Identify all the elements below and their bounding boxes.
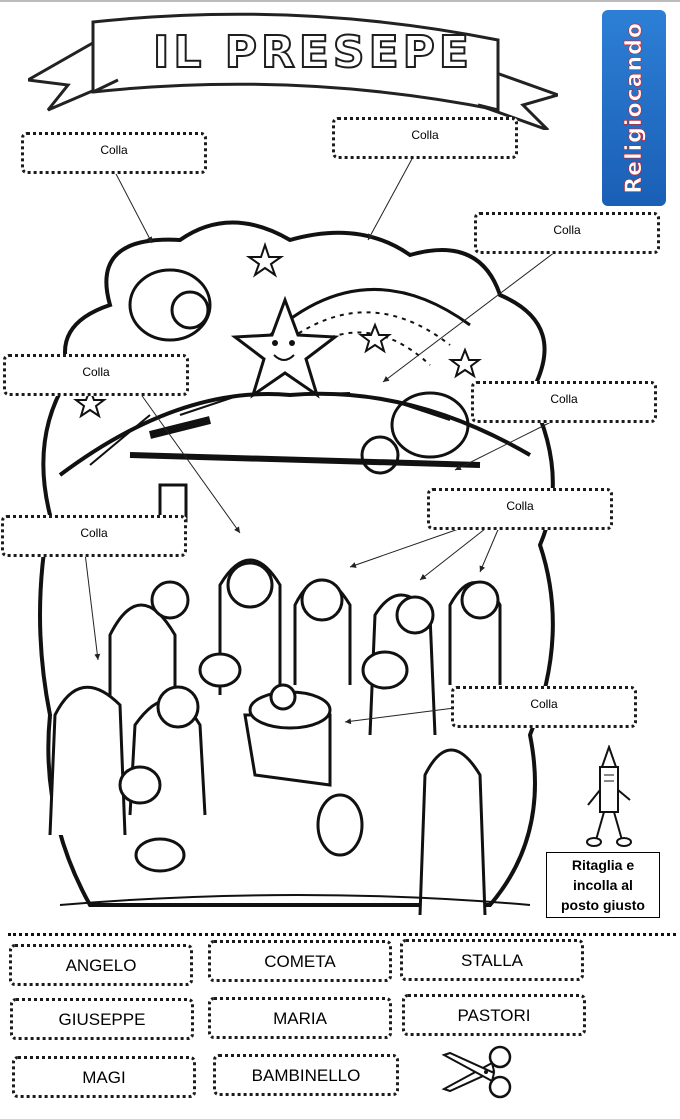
word-card-pastori[interactable]: PASTORI (402, 994, 586, 1036)
word-card-angelo[interactable]: ANGELO (9, 944, 193, 986)
scissors-icon (441, 1045, 512, 1099)
word-card-maria[interactable]: MARIA (208, 997, 392, 1039)
glue-box[interactable]: Colla (21, 132, 207, 174)
glue-box[interactable]: Colla (474, 212, 660, 254)
glue-box[interactable]: Colla (471, 381, 657, 423)
title-banner (28, 10, 558, 130)
glue-box[interactable]: Colla (3, 354, 189, 396)
word-card-giuseppe[interactable]: GIUSEPPE (10, 998, 194, 1040)
word-card-stalla[interactable]: STALLA (400, 939, 584, 981)
glue-box[interactable]: Colla (427, 488, 613, 530)
instruction-line: posto giusto (561, 897, 645, 913)
top-rule (0, 0, 680, 2)
page-title: Il presepe (152, 26, 473, 79)
instruction-line: Ritaglia e (571, 857, 635, 873)
religiocando-logo: Religiocando (602, 10, 666, 206)
word-card-bambinello[interactable]: BAMBINELLO (213, 1054, 399, 1096)
word-card-cometa[interactable]: COMETA (208, 940, 392, 982)
pencil-mascot-icon (586, 745, 632, 847)
instruction-box: Ritaglia e incolla al posto giusto (546, 852, 660, 918)
glue-box[interactable]: Colla (332, 117, 518, 159)
glue-box[interactable]: Colla (1, 515, 187, 557)
word-card-magi[interactable]: MAGI (12, 1056, 196, 1098)
nativity-scene-illustration (30, 215, 570, 935)
cut-line (8, 933, 676, 936)
instruction-line: incolla al (573, 877, 633, 893)
star-icon (230, 295, 340, 399)
glue-box[interactable]: Colla (451, 686, 637, 728)
logo-text: Religiocando (621, 22, 647, 194)
